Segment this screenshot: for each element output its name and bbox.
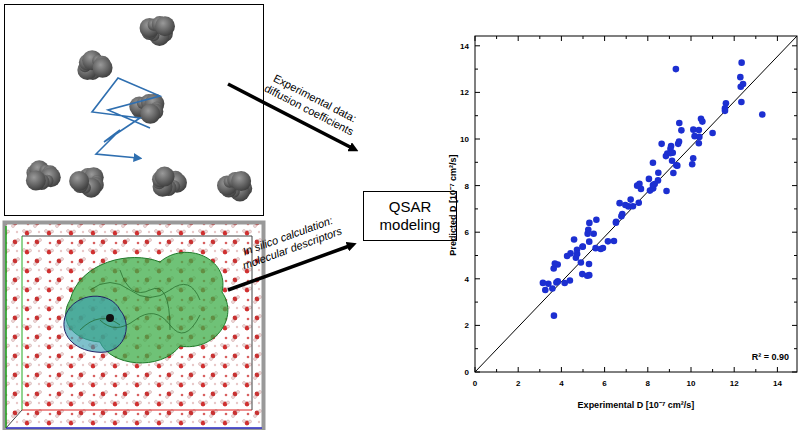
axis-title: Predicted D [10⁻⁷ cm²/s] xyxy=(446,154,459,255)
arrow-label: Experimental data: diffusion coefficient… xyxy=(253,65,371,142)
tick-label: 10 xyxy=(460,135,469,144)
tick-label: 2 xyxy=(465,321,469,330)
tick-label: 6 xyxy=(465,228,469,237)
tick-label: 14 xyxy=(773,379,782,388)
box-label: QSAR modeling xyxy=(375,198,445,234)
tick-label: 8 xyxy=(465,181,469,190)
particle xyxy=(140,16,175,46)
axis-title: Experimental D [10⁻⁷ cm²/s] xyxy=(578,398,695,411)
fit-statistic: R² = 0.90 xyxy=(752,352,789,362)
particle xyxy=(129,94,164,124)
tick-label: 4 xyxy=(465,274,469,283)
tick-label: 6 xyxy=(602,379,606,388)
tick-label: 2 xyxy=(516,379,520,388)
particle xyxy=(26,160,61,190)
particle xyxy=(217,171,252,201)
tick-label: 12 xyxy=(730,379,739,388)
tick-label: 12 xyxy=(460,88,469,97)
tick-label: 0 xyxy=(465,368,469,377)
tick-label: 14 xyxy=(460,41,469,50)
tick-label: 10 xyxy=(687,379,696,388)
particle xyxy=(77,50,112,80)
tick-label: 0 xyxy=(473,379,477,388)
process-box: QSAR modeling xyxy=(363,191,457,241)
tick-label: 4 xyxy=(559,379,563,388)
tick-label: 8 xyxy=(646,379,650,388)
particle xyxy=(69,167,104,197)
particle xyxy=(152,166,187,196)
